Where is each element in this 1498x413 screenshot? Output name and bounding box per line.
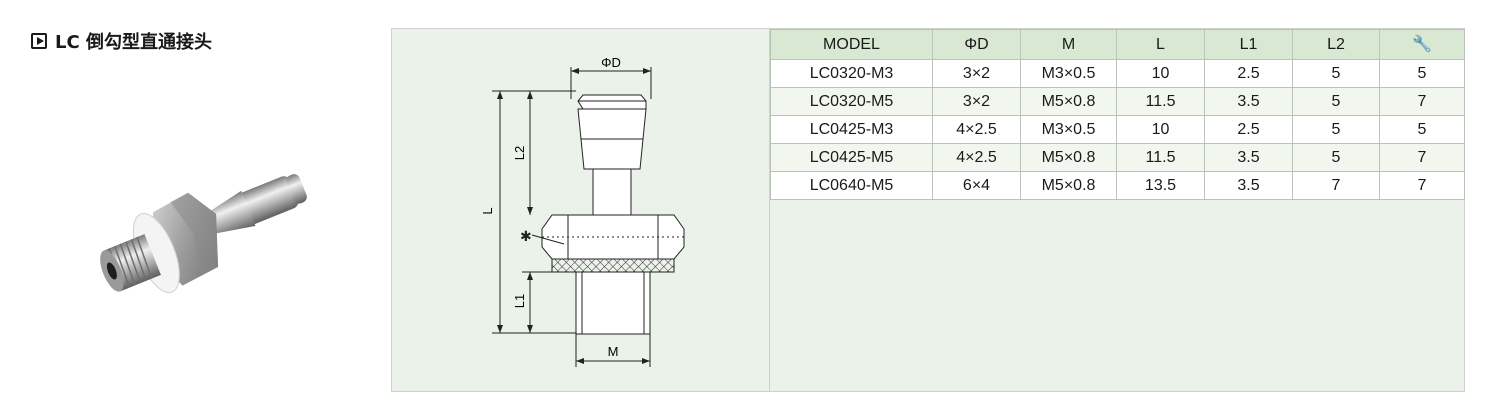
cell-model: LC0320-M3 (770, 59, 933, 88)
spec-panel: ΦD L L2 L1 M ✱ MODEL ΦD M L L1 L2 � (391, 28, 1465, 392)
table-row: LC0640-M5 6×4 M5×0.8 13.5 3.5 7 7 (770, 171, 1465, 200)
play-icon (31, 33, 47, 49)
cell-l: 10 (1116, 59, 1205, 88)
table-row: LC0425-M5 4×2.5 M5×0.8 11.5 3.5 5 7 (770, 143, 1465, 172)
col-header-m: M (1020, 29, 1117, 60)
cell-model: LC0425-M3 (770, 115, 933, 144)
cell-l1: 2.5 (1204, 59, 1293, 88)
cell-phi-d: 4×2.5 (932, 143, 1021, 172)
cell-wrench: 5 (1379, 59, 1465, 88)
wrench-icon: 🔧 (1412, 36, 1432, 53)
cell-phi-d: 3×2 (932, 87, 1021, 116)
cell-phi-d: 4×2.5 (932, 115, 1021, 144)
cell-l: 10 (1116, 115, 1205, 144)
cell-phi-d: 3×2 (932, 59, 1021, 88)
cell-model: LC0425-M5 (770, 143, 933, 172)
drawing-wrench-icon: ✱ (520, 228, 532, 244)
cell-wrench: 7 (1379, 171, 1465, 200)
col-header-wrench: 🔧 (1379, 29, 1465, 60)
table-row: LC0425-M3 4×2.5 M3×0.5 10 2.5 5 5 (770, 115, 1465, 144)
page-title: LC 倒勾型直通接头 (31, 28, 212, 54)
cell-l1: 2.5 (1204, 115, 1293, 144)
technical-drawing-area: ΦD L L2 L1 M ✱ (392, 29, 770, 391)
col-header-l1: L1 (1204, 29, 1293, 60)
cell-m: M3×0.5 (1020, 59, 1117, 88)
cell-l1: 3.5 (1204, 87, 1293, 116)
cell-l2: 5 (1292, 143, 1380, 172)
cell-l1: 3.5 (1204, 171, 1293, 200)
table-header-row: MODEL ΦD M L L1 L2 🔧 (770, 29, 1465, 60)
cell-wrench: 5 (1379, 115, 1465, 144)
cell-m: M5×0.8 (1020, 87, 1117, 116)
spec-table: MODEL ΦD M L L1 L2 🔧 LC0320-M3 3×2 M3×0.… (770, 29, 1465, 200)
technical-drawing: ΦD L L2 L1 M ✱ (480, 55, 685, 367)
dim-l1-label: L1 (512, 294, 527, 308)
col-header-phi-d: ΦD (932, 29, 1021, 60)
cell-l2: 5 (1292, 87, 1380, 116)
cell-phi-d: 6×4 (932, 171, 1021, 200)
cell-l2: 5 (1292, 59, 1380, 88)
cell-m: M5×0.8 (1020, 143, 1117, 172)
cell-l: 13.5 (1116, 171, 1205, 200)
cell-l: 11.5 (1116, 143, 1205, 172)
dim-l-label: L (480, 207, 495, 214)
cell-m: M5×0.8 (1020, 171, 1117, 200)
cell-l2: 5 (1292, 115, 1380, 144)
table-row: LC0320-M3 3×2 M3×0.5 10 2.5 5 5 (770, 59, 1465, 88)
col-header-l: L (1116, 29, 1205, 60)
dim-phi-d-label: ΦD (601, 55, 621, 70)
cell-model: LC0640-M5 (770, 171, 933, 200)
col-header-l2: L2 (1292, 29, 1380, 60)
col-header-model: MODEL (770, 29, 933, 60)
cell-wrench: 7 (1379, 87, 1465, 116)
cell-wrench: 7 (1379, 143, 1465, 172)
cell-l2: 7 (1292, 171, 1380, 200)
cell-l: 11.5 (1116, 87, 1205, 116)
dim-l2-label: L2 (512, 146, 527, 160)
product-photo (100, 174, 307, 294)
table-row: LC0320-M5 3×2 M5×0.8 11.5 3.5 5 7 (770, 87, 1465, 116)
spec-table-area: MODEL ΦD M L L1 L2 🔧 LC0320-M3 3×2 M3×0.… (770, 29, 1465, 391)
cell-m: M3×0.5 (1020, 115, 1117, 144)
dim-m-label: M (608, 344, 619, 359)
product-title: LC 倒勾型直通接头 (55, 32, 212, 53)
cell-model: LC0320-M5 (770, 87, 933, 116)
cell-l1: 3.5 (1204, 143, 1293, 172)
